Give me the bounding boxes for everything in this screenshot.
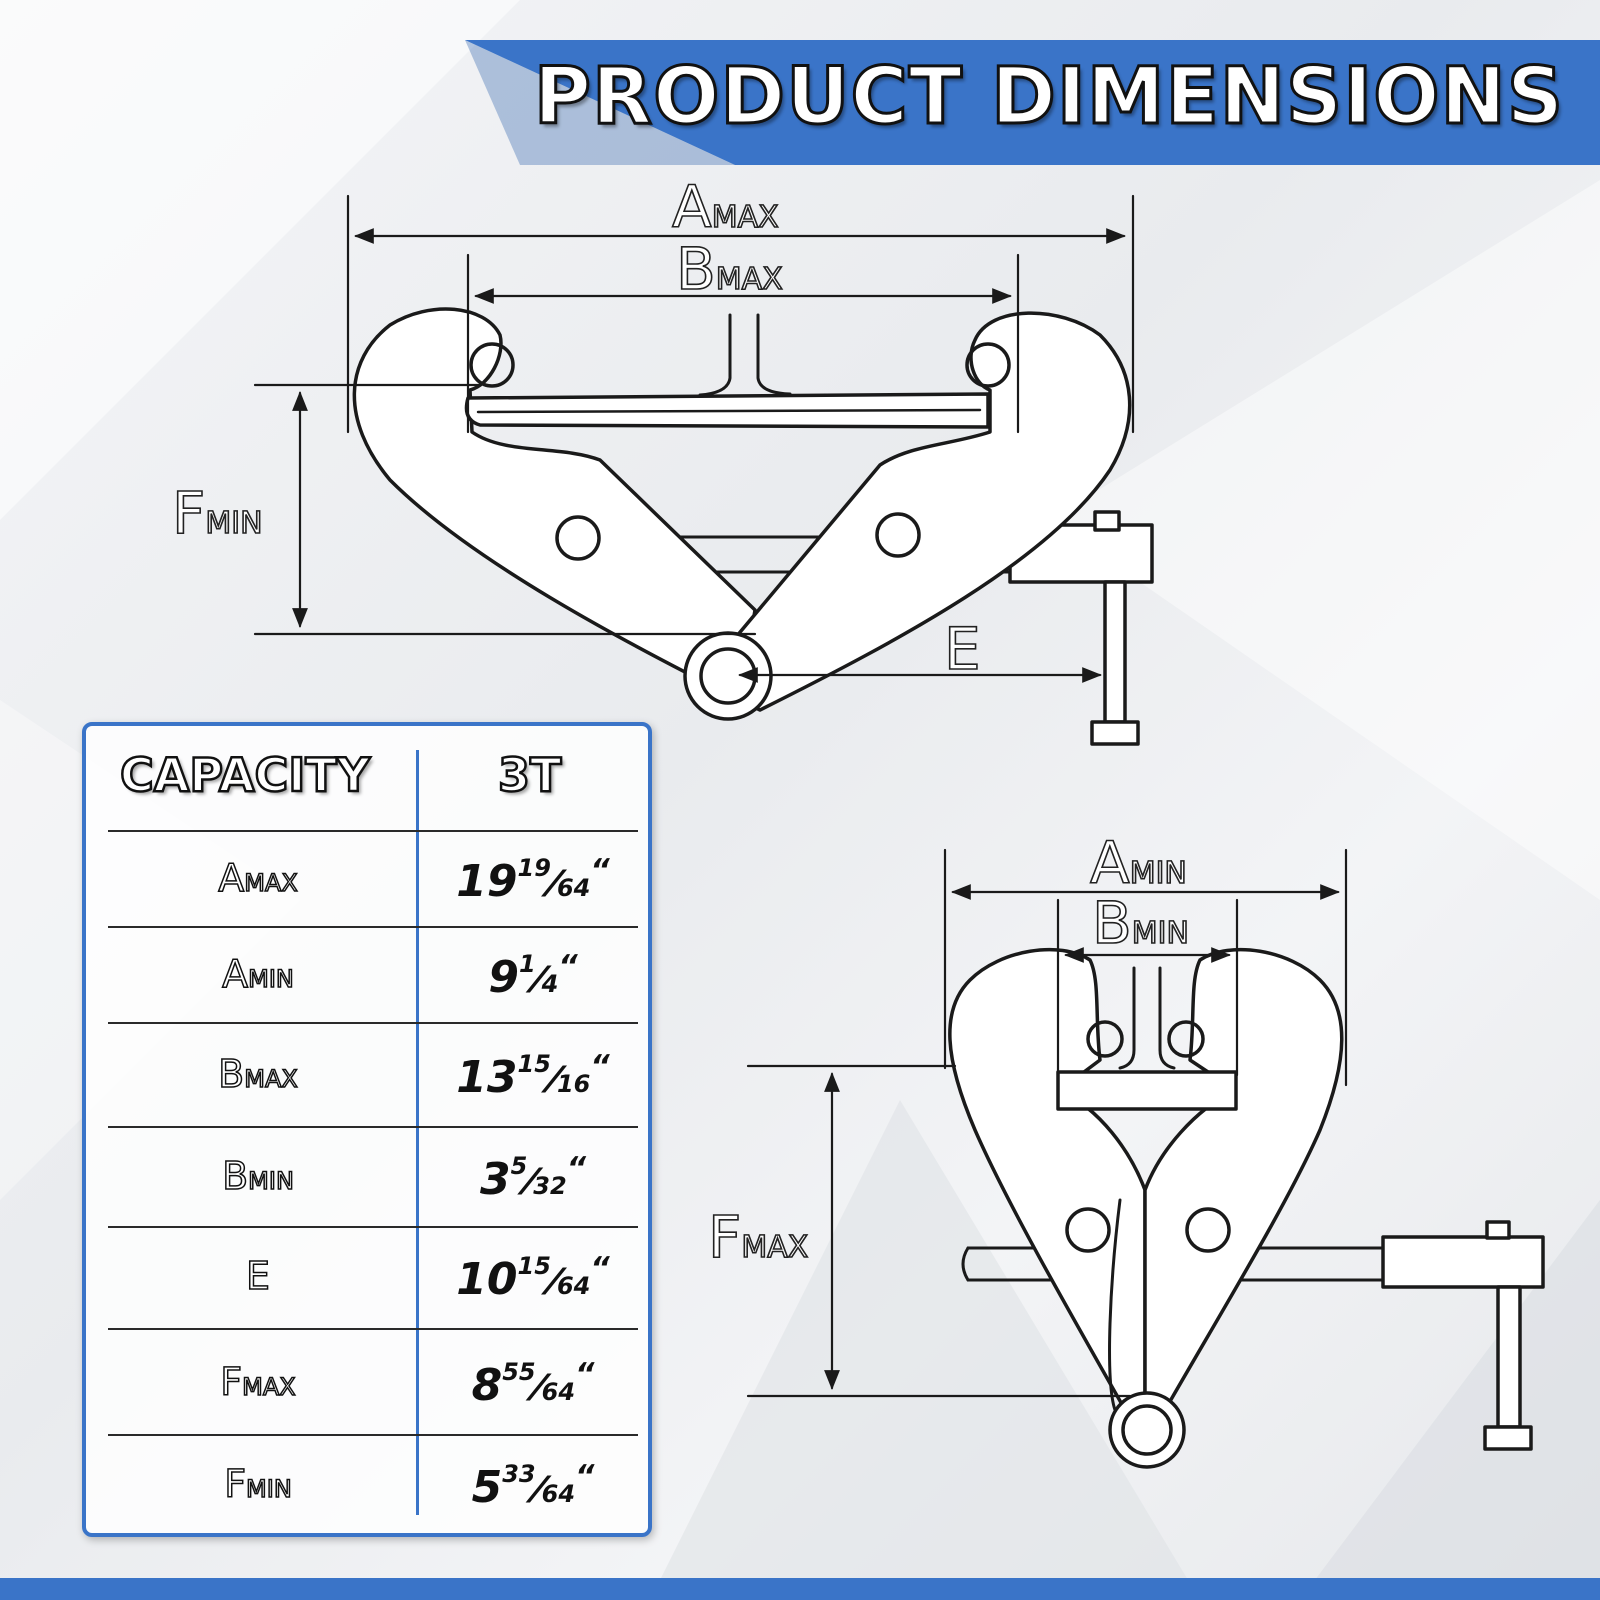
table-divider bbox=[416, 750, 419, 1515]
table-row: AMIN 91⁄4“ bbox=[108, 928, 638, 1024]
table-header-row: CAPACITY 3T bbox=[108, 726, 638, 832]
capacity-value-header: 3T bbox=[497, 747, 563, 804]
row-label: BMAX bbox=[217, 1051, 298, 1097]
row-label: AMIN bbox=[221, 951, 294, 997]
dim-label-f-min: FMIN bbox=[171, 479, 263, 547]
table-row: FMIN 533⁄64“ bbox=[108, 1436, 638, 1532]
table-row: AMAX 1919⁄64“ bbox=[108, 832, 638, 928]
row-value: 35⁄32“ bbox=[479, 1151, 587, 1205]
clamp-top-drawing bbox=[253, 194, 1154, 746]
dim-label-e: E bbox=[943, 615, 981, 683]
row-value: 91⁄4“ bbox=[488, 949, 578, 1003]
banner-stripe bbox=[465, 40, 1600, 165]
spec-table: CAPACITY 3T AMAX 1919⁄64“ AMIN 91⁄4“ BMA… bbox=[82, 722, 652, 1537]
clamp-bottom-drawing bbox=[746, 848, 1545, 1469]
bottom-accent-bar bbox=[0, 1578, 1600, 1600]
row-value: 855⁄64“ bbox=[471, 1357, 595, 1411]
dim-label-f-max: FMAX bbox=[707, 1203, 809, 1271]
banner-title: PRODUCT DIMENSIONS bbox=[532, 51, 1564, 144]
table-row: FMAX 855⁄64“ bbox=[108, 1330, 638, 1436]
row-value: 1015⁄64“ bbox=[456, 1251, 610, 1305]
row-label: E bbox=[245, 1253, 271, 1299]
row-label: AMAX bbox=[217, 855, 298, 901]
row-value: 1315⁄16“ bbox=[456, 1049, 610, 1103]
capacity-header: CAPACITY bbox=[119, 747, 372, 804]
dim-label-b-max: BMAX bbox=[675, 235, 783, 303]
dim-label-a-min: AMIN bbox=[1089, 829, 1187, 897]
row-label: FMIN bbox=[223, 1461, 292, 1507]
dim-label-a-max: AMAX bbox=[671, 173, 779, 241]
dim-label-b-min: BMIN bbox=[1091, 889, 1190, 957]
row-label: FMAX bbox=[220, 1359, 297, 1405]
row-value: 1919⁄64“ bbox=[456, 853, 610, 907]
table-row: BMIN 35⁄32“ bbox=[108, 1128, 638, 1228]
row-value: 533⁄64“ bbox=[471, 1459, 595, 1513]
table-row: BMAX 1315⁄16“ bbox=[108, 1024, 638, 1128]
row-label: BMIN bbox=[221, 1153, 294, 1199]
table-row: E 1015⁄64“ bbox=[108, 1228, 638, 1330]
